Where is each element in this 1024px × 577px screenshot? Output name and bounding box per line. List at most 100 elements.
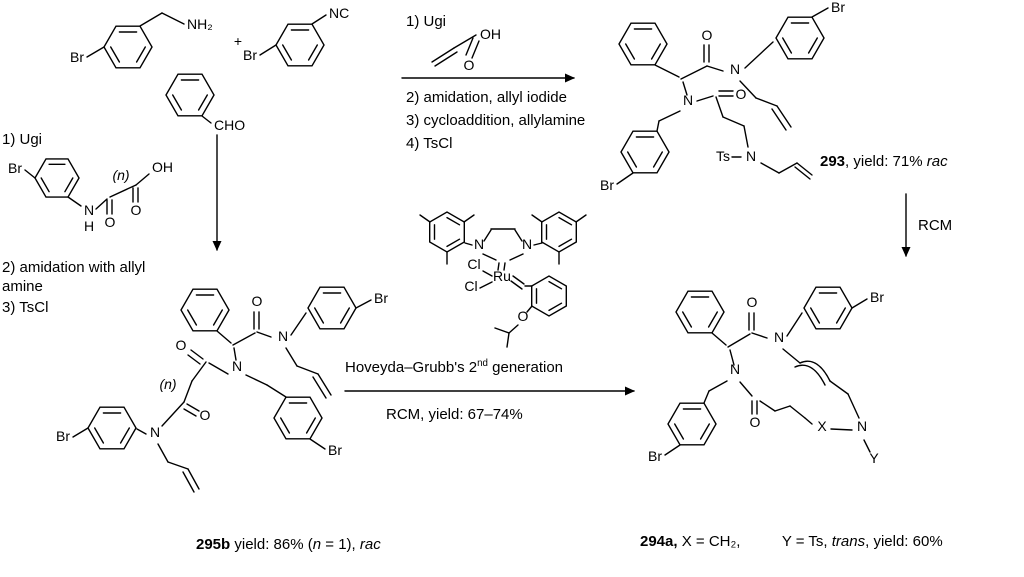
bond [67, 196, 82, 207]
bond [558, 216, 573, 226]
bond [851, 298, 868, 309]
bond [699, 423, 710, 440]
text-segment: 294a, [640, 533, 678, 550]
bond [680, 65, 708, 80]
bond [627, 151, 638, 168]
bond [682, 311, 693, 328]
bond [431, 47, 455, 63]
bond [696, 95, 714, 102]
bond [526, 305, 533, 313]
bond [760, 162, 780, 174]
bond [620, 130, 670, 174]
bond [743, 125, 749, 148]
atom-ru: Ru [493, 268, 511, 284]
atom-h: H [84, 218, 94, 234]
bond [446, 238, 461, 248]
benzene-ring [775, 16, 825, 60]
bond [233, 347, 237, 361]
benzene-ring [541, 211, 577, 253]
chain-length-n: (n) [112, 167, 129, 183]
text-segment: generation [487, 359, 564, 376]
bond [183, 408, 197, 417]
bond [309, 438, 326, 450]
bond [759, 400, 776, 412]
atom-n: N [278, 328, 288, 344]
bond [471, 40, 480, 59]
bond [312, 376, 327, 399]
bond [191, 361, 207, 382]
atom-o: O [131, 202, 142, 218]
atom-n: N [683, 92, 693, 108]
benzene-ring [307, 286, 357, 330]
atom-n: N [730, 361, 740, 377]
bond [465, 37, 474, 56]
atom-o: O [464, 57, 475, 73]
atom-n: N [84, 202, 94, 218]
bond [548, 280, 563, 290]
bond [161, 12, 185, 25]
bond [796, 162, 813, 176]
bond [86, 46, 105, 58]
atom-o: O [252, 293, 263, 309]
structure-compound-294: O N Br N Y X N O Br [648, 286, 884, 466]
structure-bromoanilide-acid: Br N H O (n) O OH [8, 158, 173, 234]
bond [482, 270, 493, 277]
arrow1-condition-step2: 2) amidation, allyl iodide [406, 89, 567, 106]
bond [707, 311, 718, 328]
text-segment: , yield: 71% [845, 153, 927, 170]
text-segment: n [312, 536, 322, 553]
bond [794, 364, 826, 386]
structure-hoveyda-grubbs-catalyst: N N Ru Cl Cl O [419, 211, 587, 348]
bond [847, 393, 860, 419]
text-segment: yield: 86% ( [230, 536, 313, 553]
bond [771, 108, 787, 131]
bond [664, 444, 681, 456]
bond [93, 427, 105, 444]
bond [285, 347, 298, 367]
bond [186, 309, 198, 326]
benzene-ring [675, 290, 725, 334]
atom-cl: Cl [467, 256, 480, 272]
bond [483, 229, 492, 242]
bond [625, 43, 636, 60]
bond [314, 307, 325, 324]
atom-br: Br [374, 290, 388, 306]
bond [317, 373, 332, 396]
bond [729, 349, 735, 366]
atom-cl: Cl [464, 278, 477, 294]
benzene-ring [620, 130, 670, 174]
atom-o: O [176, 337, 187, 353]
bond [531, 275, 567, 317]
bond [778, 162, 798, 174]
bond [835, 307, 846, 324]
bond [296, 365, 319, 375]
text-segment: , yield: 60% [865, 533, 943, 550]
bond [187, 354, 201, 365]
bond [186, 403, 200, 412]
bond [811, 7, 829, 18]
bond [830, 428, 853, 431]
bond [307, 286, 357, 330]
benzene-ring [34, 158, 80, 198]
benzene-ring [531, 275, 567, 317]
bond [40, 177, 50, 193]
atom-o: O [750, 414, 761, 430]
bond [95, 198, 108, 210]
chain-length-n: (n) [159, 376, 176, 392]
atom-n: N [150, 424, 160, 440]
atom-n: N [232, 358, 242, 374]
structure-benzaldehyde: CHO [165, 73, 245, 133]
structure-acrylic-acid: OH O [431, 26, 501, 73]
text-segment: 295b [196, 536, 231, 553]
arrow1-condition-step1: 1) Ugi [406, 13, 447, 30]
left-condition-step2: 2) amidation with allyl [2, 259, 146, 276]
bond [434, 51, 458, 67]
bond [674, 423, 685, 440]
bond [183, 380, 193, 403]
benzene-ring [275, 23, 325, 67]
atom-br: Br [648, 448, 662, 464]
bond [161, 401, 185, 427]
bond [803, 286, 853, 330]
bond [708, 380, 728, 392]
